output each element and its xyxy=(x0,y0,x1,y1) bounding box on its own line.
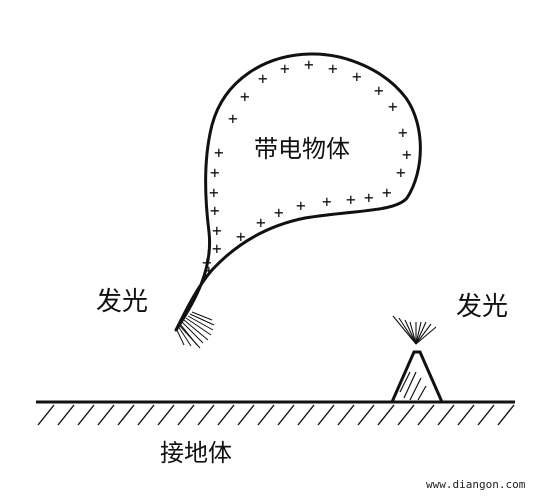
charge-mark: + xyxy=(352,67,362,86)
charge-mark: + xyxy=(328,59,338,78)
charge-mark: + xyxy=(236,227,246,246)
charged-body-label: 带电物体 xyxy=(254,135,350,163)
glow-left-label: 发光 xyxy=(96,287,148,317)
charge-mark: + xyxy=(296,196,306,215)
charge-mark: + xyxy=(240,87,250,106)
ground-spike xyxy=(390,350,444,403)
charge-mark: + xyxy=(364,188,374,207)
charge-mark: + xyxy=(258,69,268,88)
watermark-text: www.diangon.com xyxy=(426,478,526,491)
charged-body-outline xyxy=(174,52,422,332)
charge-mark: + xyxy=(274,203,284,222)
charge-mark: + xyxy=(388,97,398,116)
charge-mark: + xyxy=(280,59,290,78)
charge-mark: + xyxy=(210,163,220,182)
charge-mark: + xyxy=(212,239,222,258)
ground-surface xyxy=(36,400,515,426)
glow-right-label: 发光 xyxy=(456,292,508,322)
charge-mark: + xyxy=(346,190,356,209)
charge-mark: + xyxy=(304,55,314,74)
left-glow-rays xyxy=(175,311,215,349)
charge-mark: + xyxy=(322,192,332,211)
charge-mark: + xyxy=(398,123,408,142)
ground-spike-hatch xyxy=(399,371,427,401)
charge-marks: + + + + + + + + + + + + + + + + + + + + … xyxy=(202,55,412,280)
charge-mark: + xyxy=(209,183,219,202)
charge-mark: + xyxy=(202,253,212,272)
charge-mark: + xyxy=(214,143,224,162)
charge-mark: + xyxy=(210,201,220,220)
charge-mark: + xyxy=(402,145,412,164)
charge-mark: + xyxy=(374,81,384,100)
charge-mark: + xyxy=(228,109,238,128)
charge-mark: + xyxy=(204,261,214,280)
charge-mark: + xyxy=(212,221,222,240)
charge-mark: + xyxy=(382,183,392,202)
right-glow-rays xyxy=(392,315,437,345)
ground-body-label: 接地体 xyxy=(160,439,232,467)
charge-mark: + xyxy=(256,213,266,232)
charge-mark: + xyxy=(396,163,406,182)
